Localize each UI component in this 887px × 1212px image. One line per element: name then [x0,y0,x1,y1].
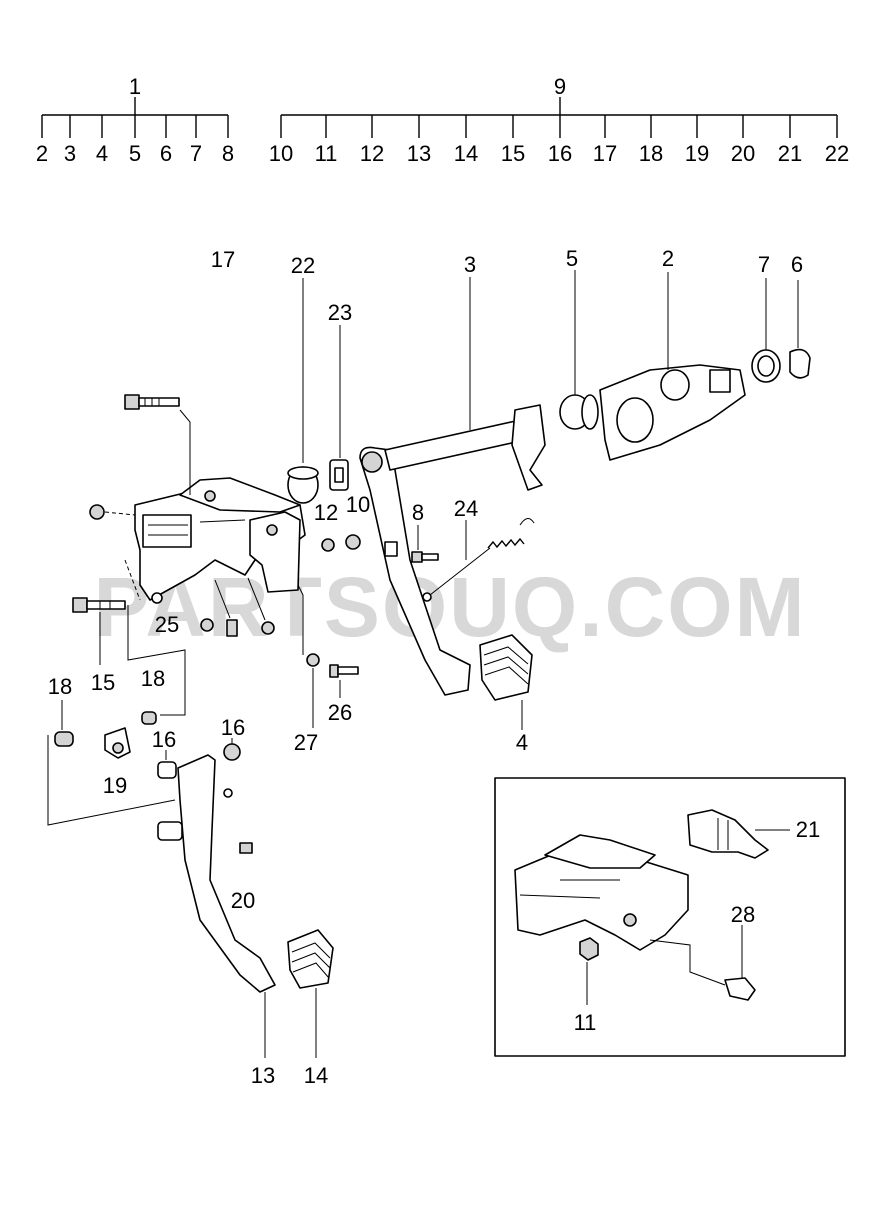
group-1-child-number: 4 [96,141,108,166]
callout-15: 15 [91,670,115,695]
callout-3: 3 [464,252,476,277]
group-9-child-number: 21 [778,141,802,166]
group-1-child-number: 3 [64,141,76,166]
callout-4: 4 [516,730,528,755]
callout-21: 21 [796,817,820,842]
pedal-bracket-right-drawing [599,272,746,461]
pedal-arm-center-drawing [359,446,471,696]
callout-22: 22 [291,253,315,278]
group-1-child-number: 6 [160,141,172,166]
callout-10: 10 [346,492,370,517]
group-1-parent-number: 1 [129,74,141,99]
pedal-pad-4-drawing [479,634,533,730]
bolt-15-drawing [72,597,126,665]
spring-24-drawing [422,518,535,602]
group-9-child-number: 20 [731,141,755,166]
callout-18-left: 18 [48,674,72,699]
clip-19-drawing [104,727,131,759]
bracket-nut-drawing [89,504,136,520]
callout-28: 28 [731,902,755,927]
callout-16-right: 16 [221,715,245,740]
callout-labels: 17 22 23 3 5 2 7 6 12 10 8 24 25 15 18 1… [48,246,820,1088]
callout-16-left: 16 [152,727,176,752]
callout-13: 13 [251,1063,275,1088]
group-9-child-number: 17 [593,141,617,166]
bushing-18-drawing [54,700,157,747]
watermark-text: PARTSOUQ.COM [93,560,806,654]
detail-inset [494,777,846,1057]
nuts-12-10-drawing [321,534,361,552]
callout-26: 26 [328,700,352,725]
clip-23-drawing [329,325,349,491]
bracket-bolt-drawing [124,394,191,495]
callout-19: 19 [103,773,127,798]
bracket-fasteners-drawing [151,577,275,637]
bushing-5-drawing [559,270,599,430]
group-9-child-number: 19 [685,141,709,166]
callout-2: 2 [662,246,674,271]
bushing-22-drawing [287,278,319,504]
callout-23: 23 [328,300,352,325]
callout-6: 6 [791,252,803,277]
group-9-parent-number: 9 [554,74,566,99]
group-9-child-number: 11 [315,141,338,166]
group-9-child-number: 15 [501,141,525,166]
callout-14: 14 [304,1063,328,1088]
group-9-child-number: 10 [269,141,293,166]
callout-12: 12 [314,500,338,525]
callout-25: 25 [155,612,179,637]
callout-8: 8 [412,500,424,525]
group-9-child-number: 16 [548,141,572,166]
bolt-8-drawing [411,525,439,563]
group-9-child-number: 18 [639,141,663,166]
callout-20: 20 [231,888,255,913]
pedal-arm-lower-drawing [157,738,276,993]
group-9-child-number: 12 [360,141,384,166]
callout-27: 27 [294,730,318,755]
callout-5: 5 [566,246,578,271]
washer-7-drawing [751,278,781,383]
group-1-tree: 1 2 3 4 5 6 7 8 [36,74,234,166]
assembly-guide-lines [47,605,186,826]
group-9-child-number: 22 [825,141,849,166]
group-1-child-number: 8 [222,141,234,166]
callout-11: 11 [574,1010,597,1035]
group-1-child-number: 2 [36,141,48,166]
callout-18-right: 18 [141,666,165,691]
group-9-child-number: 13 [407,141,431,166]
pedal-bracket-drawing [124,477,306,601]
callout-17: 17 [211,247,235,272]
shaft-3-drawing [384,277,546,491]
group-9-child-number: 14 [454,141,478,166]
group-1-child-number: 5 [129,141,141,166]
pedal-pad-14-drawing [264,929,334,1058]
callout-24: 24 [454,496,478,521]
group-9-tree: 9 10 11 12 13 14 15 16 17 18 19 20 21 22 [269,74,849,166]
fasteners-27-26-drawing [297,584,359,728]
callout-7: 7 [758,252,770,277]
group-1-child-number: 7 [190,141,202,166]
clip-6-drawing [789,280,811,379]
